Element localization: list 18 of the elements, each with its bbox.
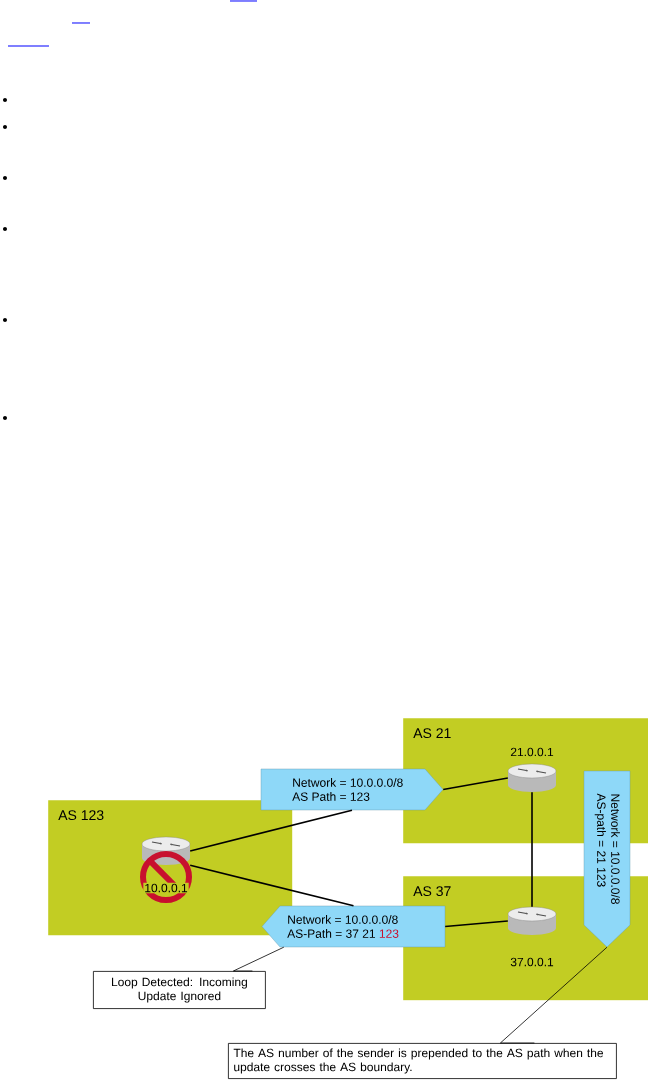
leader-line: [500, 946, 608, 1044]
update-callout: Network = 10.0.0.0/8 AS Path = 123: [260, 768, 444, 811]
link-line: [444, 920, 509, 928]
update-callout: Network = 10.0.0.0/8 AS-Path = 37 21 123: [261, 905, 446, 948]
router-icon: [141, 836, 191, 865]
ip-label: 37.0.0.1: [509, 956, 555, 968]
ip-label: 21.0.0.1: [509, 746, 555, 758]
link-line: [531, 791, 533, 908]
leader-line: [233, 946, 285, 972]
note-box: The AS number of the sender is prepended to the AS path when the update crosses the AS boundary.: [228, 1043, 617, 1079]
link-line: [189, 809, 353, 852]
router-icon: [507, 763, 557, 792]
router-icon: [507, 906, 557, 935]
link-line: [189, 864, 355, 907]
ip-label: 10.0.0.1: [143, 882, 189, 894]
link-line: [442, 777, 509, 791]
update-callout: Network = 10.0.0.0/8 AS-path = 21 123: [583, 770, 631, 948]
note-box: Loop Detected: Incoming Update Ignored: [93, 971, 266, 1009]
